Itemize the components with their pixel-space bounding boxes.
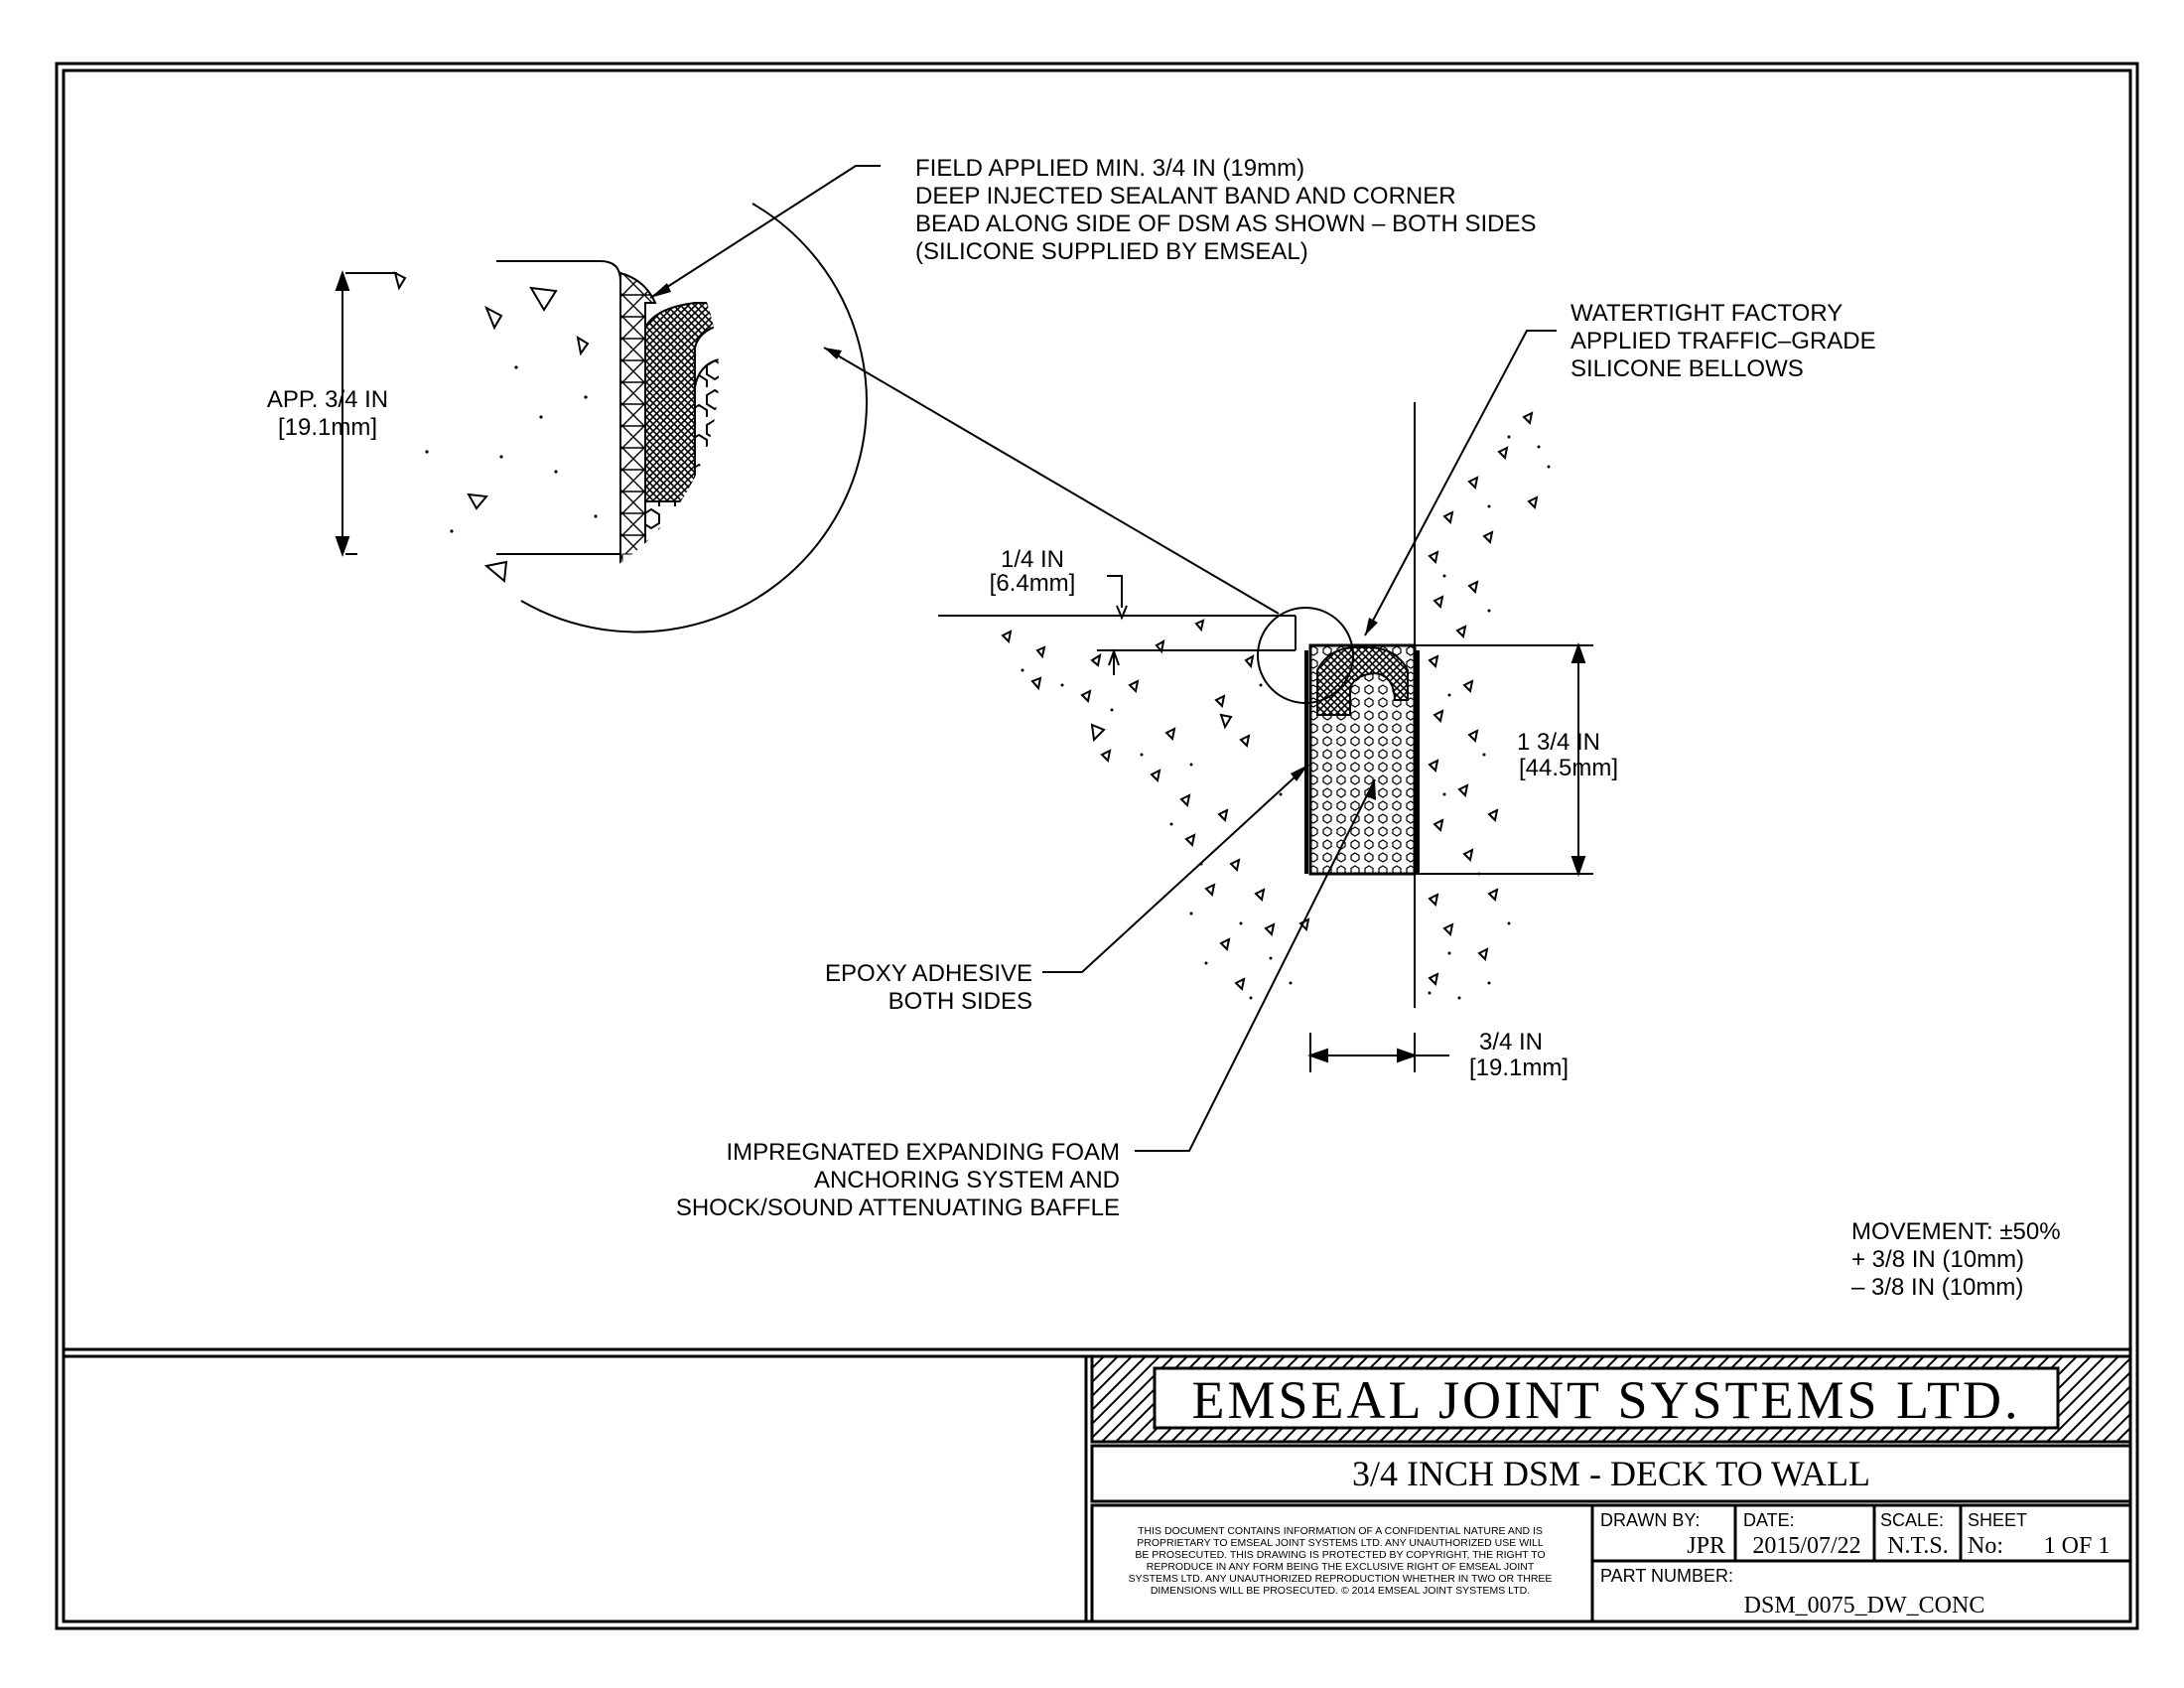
movement-note: MOVEMENT: ±50% + 3/8 IN (10mm) – 3/8 IN … (1851, 1218, 2061, 1301)
svg-text:MOVEMENT: ±50%: MOVEMENT: ±50% (1851, 1218, 2061, 1245)
scale-value: N.T.S. (1887, 1533, 1949, 1559)
svg-text:SILICONE BELLOWS: SILICONE BELLOWS (1570, 355, 1804, 382)
part-number-value: DSM_0075_DW_CONC (1744, 1593, 1985, 1618)
callout-foam: IMPREGNATED EXPANDING FOAM ANCHORING SYS… (676, 1139, 1120, 1221)
svg-text:[19.1mm]: [19.1mm] (278, 414, 377, 441)
drawn-by-value: JPR (1687, 1533, 1725, 1559)
outer-border (55, 62, 2139, 1630)
svg-text:SHOCK/SOUND ATTENUATING BAFFLE: SHOCK/SOUND ATTENUATING BAFFLE (676, 1195, 1120, 1221)
section-view (938, 402, 1593, 1072)
svg-text:BEAD ALONG SIDE OF DSM AS SHOW: BEAD ALONG SIDE OF DSM AS SHOWN – BOTH S… (915, 211, 1536, 237)
drawn-by-label: DRAWN BY: (1600, 1510, 1700, 1530)
svg-text:[6.4mm]: [6.4mm] (990, 570, 1076, 597)
svg-text:SYSTEMS LTD. ANY UNAUTHORIZED: SYSTEMS LTD. ANY UNAUTHORIZED REPRODUCTI… (1129, 1573, 1553, 1585)
sheet-label: SHEET (1968, 1510, 2027, 1530)
scale-label: SCALE: (1880, 1510, 1944, 1530)
svg-text:FIELD APPLIED MIN. 3/4 IN (19m: FIELD APPLIED MIN. 3/4 IN (19mm) (915, 155, 1304, 182)
svg-text:1/4 IN: 1/4 IN (1001, 546, 1064, 573)
svg-text:PROPRIETARY TO EMSEAL JOINT SY: PROPRIETARY TO EMSEAL JOINT SYSTEMS LTD.… (1137, 1537, 1544, 1549)
svg-text:IMPREGNATED EXPANDING FOAM: IMPREGNATED EXPANDING FOAM (727, 1139, 1120, 1166)
notes-area (62, 1354, 1088, 1623)
detail-callout-circle (1257, 607, 1354, 704)
svg-text:BE PROSECUTED. THIS DRAWING IS: BE PROSECUTED. THIS DRAWING IS PROTECTED… (1135, 1549, 1545, 1561)
svg-text:BOTH SIDES: BOTH SIDES (888, 988, 1032, 1015)
part-number-label: PART NUMBER: (1600, 1566, 1733, 1586)
callout-epoxy: EPOXY ADHESIVE BOTH SIDES (825, 960, 1032, 1015)
svg-text:[19.1mm]: [19.1mm] (1469, 1055, 1569, 1081)
svg-text:WATERTIGHT FACTORY: WATERTIGHT FACTORY (1570, 300, 1843, 327)
sheet-no-value: 1 OF 1 (2044, 1533, 2111, 1559)
svg-text:REPRODUCE IN ANY FORM BEING TH: REPRODUCE IN ANY FORM BEING THE EXCLUSIV… (1147, 1561, 1535, 1573)
company-name: EMSEAL JOINT SYSTEMS LTD. (1191, 1370, 2020, 1430)
svg-text:DIMENSIONS WILL BE PROSECUTED.: DIMENSIONS WILL BE PROSECUTED. © 2014 EM… (1151, 1585, 1530, 1597)
date-label: DATE: (1743, 1510, 1795, 1530)
dimension-labels: APP. 3/4 IN [19.1mm] 1/4 IN [6.4mm] 1 3/… (267, 386, 1618, 1081)
svg-text:ANCHORING SYSTEM AND: ANCHORING SYSTEM AND (814, 1167, 1120, 1194)
concrete-aggregate (1001, 411, 1539, 992)
svg-text:APP. 3/4 IN: APP. 3/4 IN (267, 386, 388, 413)
drawing-title: 3/4 INCH DSM - DECK TO WALL (1352, 1454, 1870, 1493)
svg-text:1 3/4 IN: 1 3/4 IN (1517, 729, 1600, 756)
svg-text:THIS DOCUMENT CONTAINS INFORMA: THIS DOCUMENT CONTAINS INFORMATION OF A … (1138, 1525, 1543, 1537)
callout-field-applied: FIELD APPLIED MIN. 3/4 IN (19mm) DEEP IN… (915, 155, 1536, 265)
leader-lines (649, 165, 1557, 1152)
joint-seal (1304, 643, 1420, 876)
svg-text:– 3/8 IN (10mm): – 3/8 IN (10mm) (1851, 1274, 2023, 1301)
company-banner (1153, 1366, 2060, 1430)
svg-text:3/4 IN: 3/4 IN (1479, 1029, 1543, 1055)
svg-text:(SILICONE SUPPLIED BY EMSEAL): (SILICONE SUPPLIED BY EMSEAL) (915, 238, 1308, 265)
svg-text:DEEP INJECTED SEALANT BAND AND: DEEP INJECTED SEALANT BAND AND CORNER (915, 183, 1456, 210)
date-value: 2015/07/22 (1752, 1533, 1860, 1559)
title-block: EMSEAL JOINT SYSTEMS LTD. 3/4 INCH DSM -… (1090, 1354, 2132, 1623)
svg-text:[44.5mm]: [44.5mm] (1519, 755, 1618, 781)
sheet-no-label: No: (1968, 1533, 2003, 1559)
legal-notice: THIS DOCUMENT CONTAINS INFORMATION OF A … (1129, 1525, 1553, 1597)
svg-text:+ 3/8 IN (10mm): + 3/8 IN (10mm) (1851, 1246, 2024, 1273)
magnified-detail (335, 203, 868, 633)
svg-text:APPLIED TRAFFIC–GRADE: APPLIED TRAFFIC–GRADE (1570, 328, 1876, 354)
callout-watertight: WATERTIGHT FACTORY APPLIED TRAFFIC–GRADE… (1570, 300, 1876, 382)
svg-text:EPOXY ADHESIVE: EPOXY ADHESIVE (825, 960, 1032, 987)
